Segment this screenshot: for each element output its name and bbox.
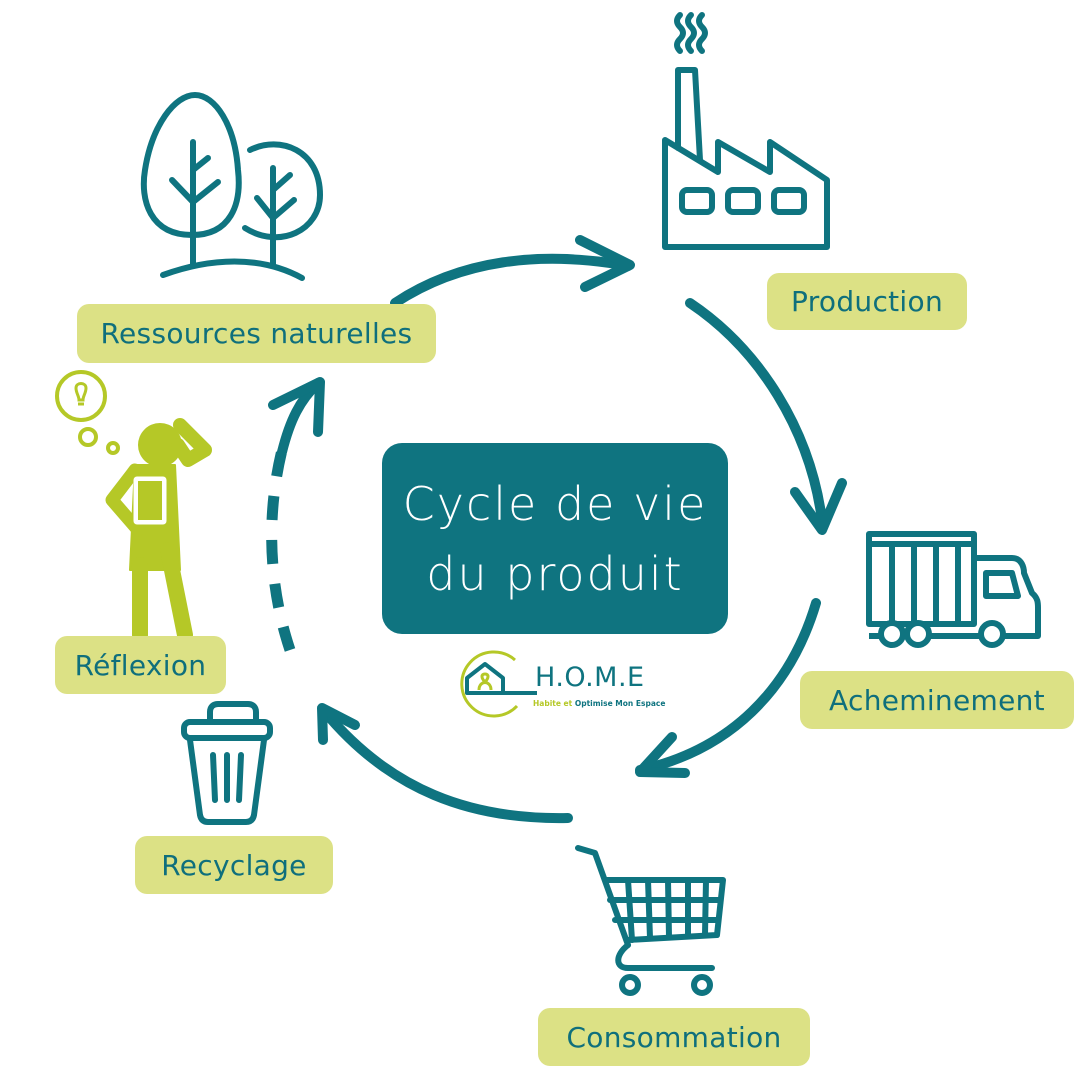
arrow-to-recyclage — [320, 707, 573, 824]
arrow-to-ressources-dashed — [266, 448, 296, 652]
diagram-title: Cycle de vie du produit — [382, 443, 728, 634]
title-line-1: Cycle de vie — [402, 476, 708, 531]
thinking-person-icon — [55, 370, 212, 643]
label-text: Ressources naturelles — [100, 317, 413, 350]
logo-tagline: Habite et Optimise Mon Espace — [533, 699, 665, 708]
tagline-part-1: Habite et — [533, 699, 575, 708]
trees-icon — [140, 92, 323, 281]
logo-name: H.O.M.E — [535, 662, 645, 693]
arrow-to-consommation — [635, 598, 821, 775]
arrow-to-production — [390, 253, 633, 308]
label-consommation: Consommation — [538, 1008, 810, 1066]
home-logo: H.O.M.E Habite et Optimise Mon Espace — [455, 648, 665, 718]
shopping-cart-icon — [575, 845, 726, 996]
truck-icon — [866, 531, 1041, 648]
label-text: Recyclage — [161, 848, 307, 882]
label-text: Réflexion — [74, 648, 207, 682]
title-line-2: du produit — [426, 546, 684, 601]
trash-can-icon — [181, 701, 273, 825]
label-ressources-naturelles: Ressources naturelles — [77, 304, 436, 363]
house-logo-icon — [460, 650, 537, 718]
label-production: Production — [767, 273, 967, 330]
label-text: Consommation — [566, 1020, 782, 1054]
label-acheminement: Acheminement — [800, 671, 1074, 729]
label-text: Acheminement — [829, 683, 1045, 717]
tagline-part-2: Optimise Mon Espace — [574, 699, 666, 708]
factory-icon — [662, 12, 830, 250]
arrow-to-acheminement — [685, 298, 827, 525]
label-recyclage: Recyclage — [135, 836, 333, 894]
label-text: Production — [791, 285, 943, 318]
label-reflexion: Réflexion — [55, 636, 226, 694]
